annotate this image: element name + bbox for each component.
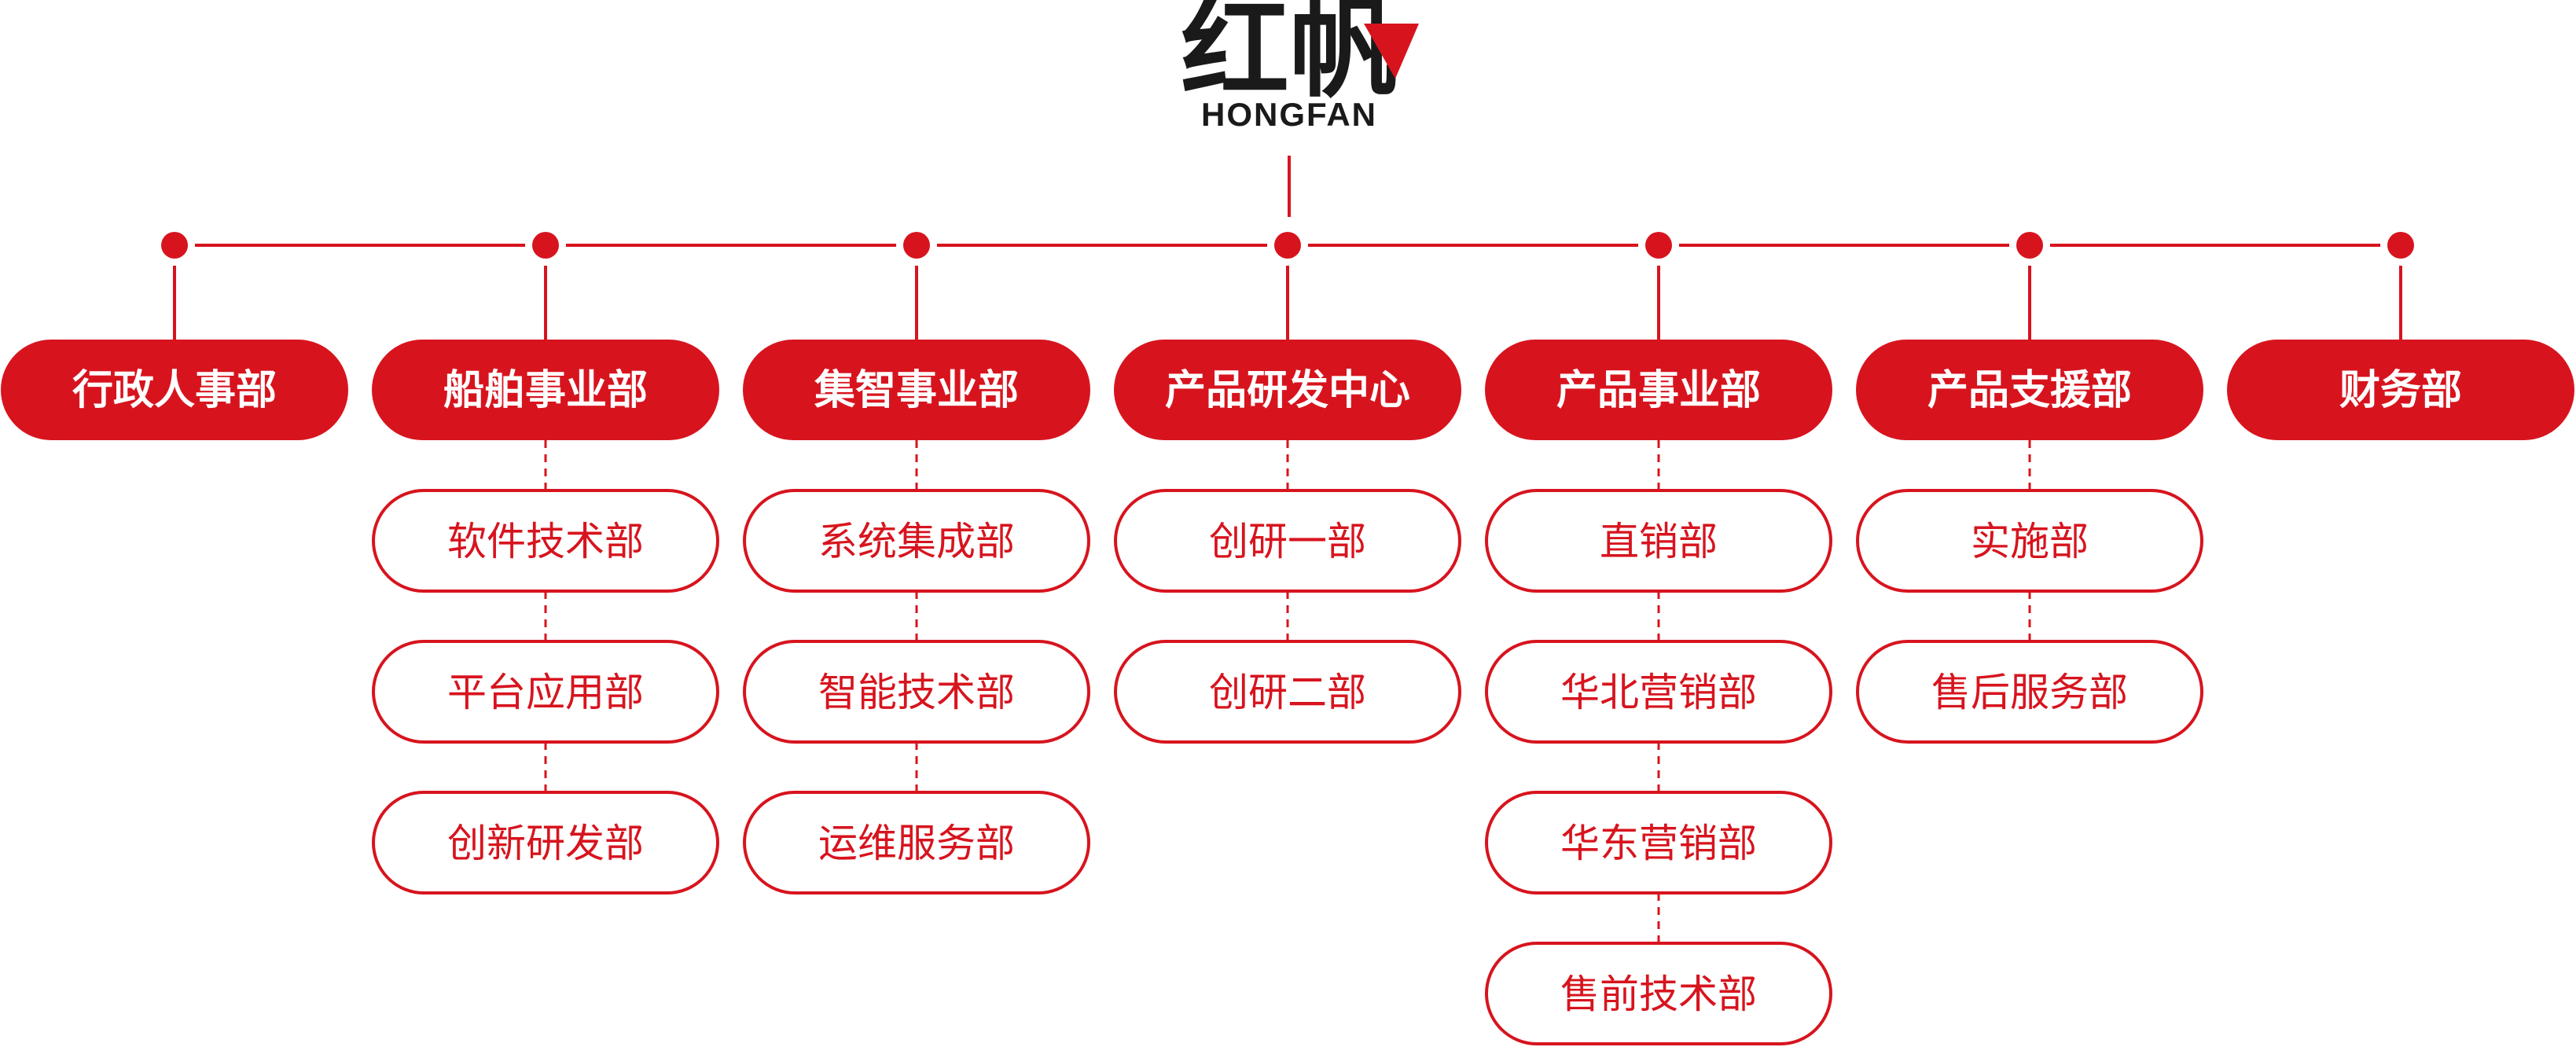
junction-dot [532, 232, 559, 259]
sub-department-label: 平台应用部 [447, 670, 644, 715]
sub-department-node: 售后服务部 [1856, 640, 2203, 744]
sub-department-pill [372, 791, 719, 895]
junction-dot [903, 232, 930, 259]
sub-department-node: 软件技术部 [372, 489, 719, 593]
department-pill [1114, 340, 1461, 440]
department-label: 产品事业部 [1556, 367, 1761, 414]
sub-department-pill [372, 489, 719, 593]
sub-department-node: 系统集成部 [743, 489, 1090, 593]
logo-chinese-name: 红帆 [1181, 0, 1398, 112]
sub-department-node: 创研一部 [1114, 489, 1461, 593]
department-node: 财务部 [2227, 340, 2574, 440]
logo-sail-mark [1364, 24, 1419, 79]
sub-department-label: 创新研发部 [447, 821, 644, 866]
sub-department-pill [1485, 489, 1832, 593]
junction-dot [1274, 232, 1301, 259]
department-node: 产品研发中心 [1114, 340, 1461, 440]
sub-department-node: 华东营销部 [1485, 791, 1832, 895]
sub-department-label: 售后服务部 [1931, 670, 2128, 715]
sub-department-label: 创研一部 [1209, 519, 1366, 564]
sub-department-pill [372, 640, 719, 744]
sub-department-node: 创研二部 [1114, 640, 1461, 744]
sub-department-node: 智能技术部 [743, 640, 1090, 744]
sub-department-pill [1485, 640, 1832, 744]
junction-dot [2016, 232, 2043, 259]
logo-english-name: HONGFAN [1201, 96, 1377, 133]
sub-department-label: 华东营销部 [1560, 821, 1757, 866]
department-node: 产品支援部 [1856, 340, 2203, 440]
department-label: 产品支援部 [1927, 367, 2132, 414]
junction-dot [2387, 232, 2414, 259]
sub-department-node: 平台应用部 [372, 640, 719, 744]
department-label: 财务部 [2339, 367, 2462, 414]
sub-department-pill [1485, 791, 1832, 895]
department-node: 船舶事业部 [372, 340, 719, 440]
sub-department-label: 华北营销部 [1560, 670, 1757, 715]
sub-department-pill [743, 640, 1090, 744]
department-node: 行政人事部 [1, 340, 348, 440]
sub-department-label: 创研二部 [1209, 670, 1366, 715]
department-label: 集智事业部 [814, 367, 1019, 414]
sub-department-pill [1114, 489, 1461, 593]
sub-department-pill [1485, 942, 1832, 1045]
sub-department-label: 系统集成部 [818, 519, 1015, 564]
department-pill [2227, 340, 2574, 440]
department-pill [1, 340, 348, 440]
department-pill [372, 340, 719, 440]
sub-department-label: 运维服务部 [818, 821, 1015, 866]
sub-department-label: 实施部 [1971, 519, 2089, 564]
sub-department-pill [1856, 489, 2203, 593]
junction-dot [161, 232, 188, 259]
sub-department-node: 创新研发部 [372, 791, 719, 895]
hongfan-logo: 红帆 HONGFAN [1181, 0, 1419, 133]
sub-department-label: 直销部 [1600, 519, 1718, 564]
sub-department-pill [743, 791, 1090, 895]
department-label: 船舶事业部 [443, 367, 648, 414]
sub-department-node: 售前技术部 [1485, 942, 1832, 1045]
department-label: 产品研发中心 [1165, 367, 1410, 414]
sub-department-node: 华北营销部 [1485, 640, 1832, 744]
department-pill [1485, 340, 1832, 440]
connector-lines [154, 156, 2421, 943]
sub-department-node: 实施部 [1856, 489, 2203, 593]
department-pill [743, 340, 1090, 440]
sub-department-label: 智能技术部 [818, 670, 1015, 715]
sub-department-node: 直销部 [1485, 489, 1832, 593]
sub-department-node: 运维服务部 [743, 791, 1090, 895]
sub-department-pill [1114, 640, 1461, 744]
sub-department-label: 软件技术部 [447, 519, 644, 564]
junction-dot [1645, 232, 1672, 259]
department-node: 产品事业部 [1485, 340, 1832, 440]
department-pill [1856, 340, 2203, 440]
sub-department-pill [1856, 640, 2203, 744]
sub-department-pill [743, 489, 1090, 593]
department-label: 行政人事部 [72, 367, 277, 414]
sub-department-label: 售前技术部 [1560, 972, 1757, 1017]
department-node: 集智事业部 [743, 340, 1090, 440]
